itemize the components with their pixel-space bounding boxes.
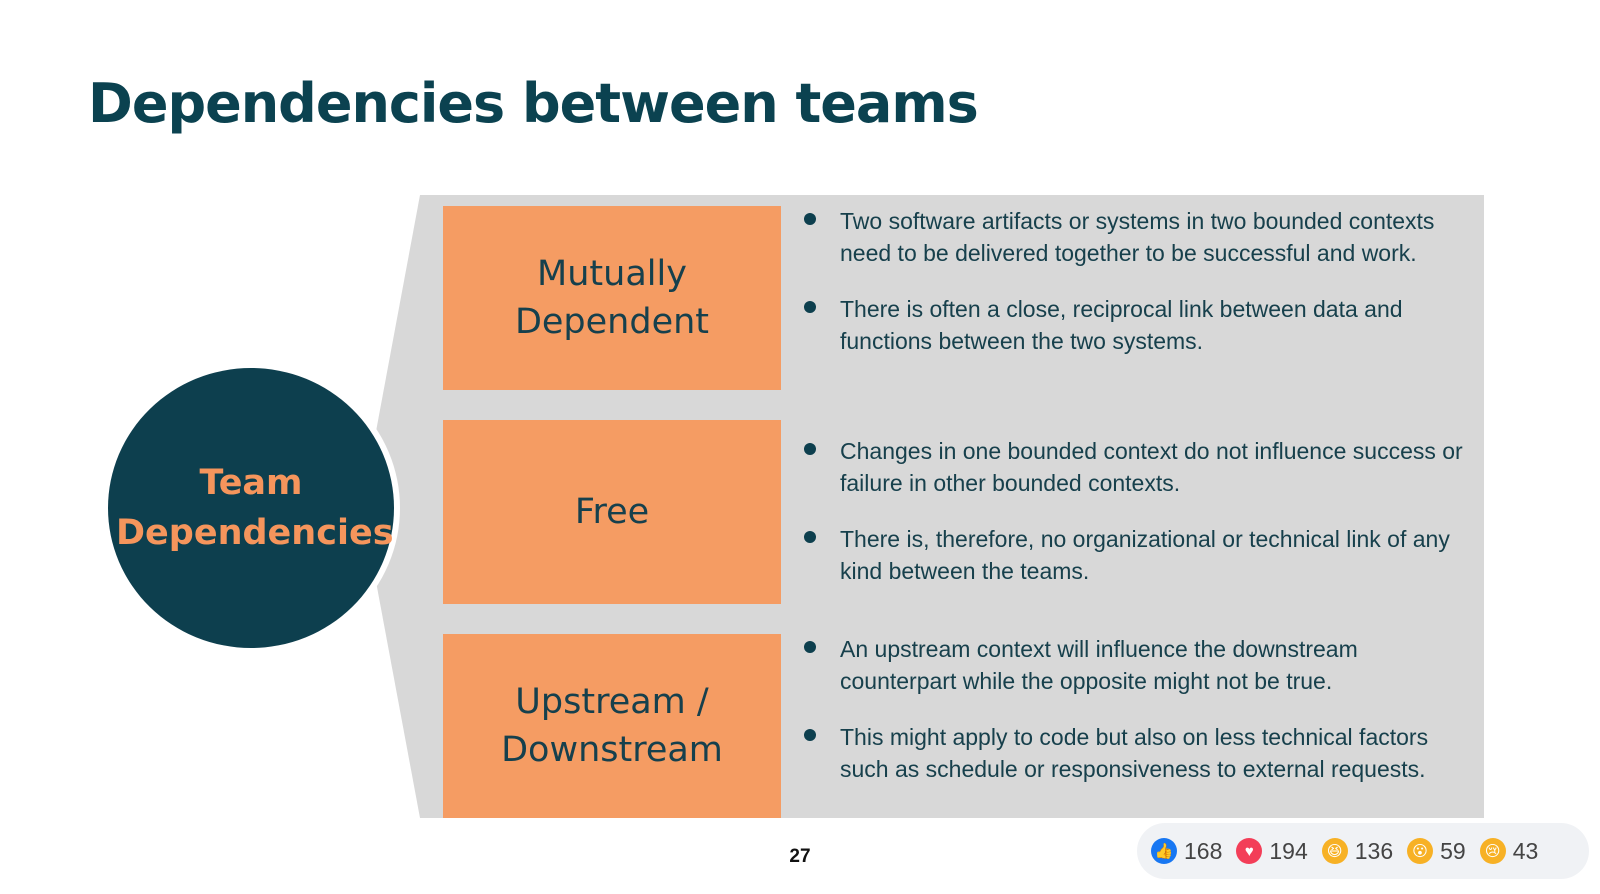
page-number: 27: [789, 846, 811, 867]
bullet-list-free: Changes in one bounded context do not in…: [800, 435, 1480, 611]
bullet-dot: [804, 531, 816, 543]
bullet-text: An upstream context will influence the d…: [840, 636, 1358, 694]
bullet-list-upstream-downstream: An upstream context will influence the d…: [800, 633, 1480, 809]
bullet-item: An upstream context will influence the d…: [800, 633, 1480, 697]
reaction-like[interactable]: 👍 168: [1151, 838, 1222, 865]
reaction-haha[interactable]: 😆 136: [1321, 837, 1394, 865]
bullet-item: There is, therefore, no organizational o…: [800, 523, 1480, 587]
love-icon: ♥: [1236, 838, 1263, 864]
bullet-dot: [804, 729, 816, 741]
like-icon: 👍: [1151, 838, 1177, 864]
reaction-count: 136: [1354, 837, 1394, 864]
slide-title: Dependencies between teams: [88, 72, 979, 135]
team-dependencies-circle: Team Dependencies: [108, 368, 394, 648]
reaction-love[interactable]: ♥ 194: [1236, 837, 1308, 865]
reaction-sad[interactable]: 😢 43: [1479, 837, 1539, 865]
reaction-count: 59: [1440, 837, 1466, 864]
bullet-text: This might apply to code but also on les…: [840, 724, 1429, 782]
bullet-dot: [804, 213, 816, 225]
hub-label: Team Dependencies: [116, 463, 394, 553]
reaction-wow[interactable]: 😮 59: [1407, 838, 1466, 865]
wow-icon: 😮: [1407, 838, 1434, 864]
sad-icon: 😢: [1479, 838, 1506, 864]
reactions-bar: 👍 168 ♥ 194 😆 136 😮 59 😢 43: [1137, 823, 1589, 879]
reaction-count: 168: [1184, 837, 1223, 864]
category-mutually-dependent: Mutually Dependent: [443, 206, 781, 390]
bullet-item: Two software artifacts or systems in two…: [800, 205, 1480, 269]
bullet-text: Two software artifacts or systems in two…: [840, 208, 1435, 266]
bullet-item: There is often a close, reciprocal link …: [800, 293, 1480, 357]
bullet-item: Changes in one bounded context do not in…: [800, 435, 1480, 499]
bullet-list-mutually-dependent: Two software artifacts or systems in two…: [800, 205, 1480, 381]
category-free: Free: [443, 420, 781, 604]
haha-icon: 😆: [1321, 838, 1348, 864]
category-upstream-downstream: Upstream / Downstream: [443, 634, 781, 818]
bullet-text: There is, therefore, no organizational o…: [840, 526, 1450, 584]
reaction-count: 194: [1269, 837, 1308, 864]
reaction-count: 43: [1512, 837, 1539, 864]
category-label: Mutually Dependent: [514, 254, 710, 342]
bullet-item: This might apply to code but also on les…: [800, 721, 1480, 785]
category-label: Free: [574, 492, 650, 532]
category-label: Upstream / Downstream: [501, 682, 723, 770]
bullet-dot: [804, 443, 816, 455]
bullet-text: There is often a close, reciprocal link …: [840, 296, 1403, 354]
bullet-text: Changes in one bounded context do not in…: [840, 438, 1463, 496]
bullet-dot: [804, 301, 816, 313]
bullet-dot: [804, 641, 816, 653]
